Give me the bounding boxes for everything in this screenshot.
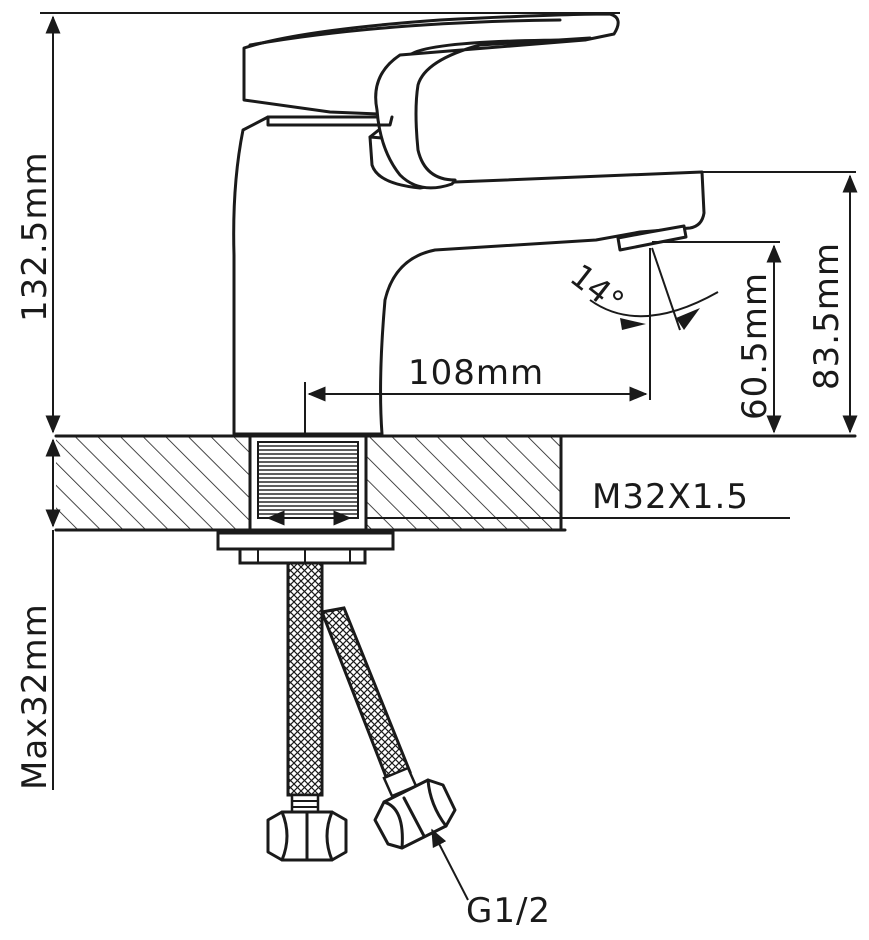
supply-hose-straight: [286, 561, 324, 815]
spray-angle-label: 14°: [563, 256, 631, 321]
threaded-shank: [248, 434, 368, 532]
thread-size-label: M32X1.5: [592, 477, 749, 517]
spray-angle-arc: [589, 291, 719, 318]
supply-hose-angled: [319, 606, 418, 798]
faucet-body: [232, 12, 706, 436]
hose-connection-label: G1/2: [466, 891, 551, 931]
hose-connection-leader: [431, 828, 469, 901]
outlet-height-label: 60.5mm: [735, 272, 775, 420]
max-countertop-label: Max32mm: [15, 603, 55, 790]
spout-height-top-label: 83.5mm: [807, 242, 847, 390]
total-height-label: 132.5mm: [15, 151, 55, 322]
spout-reach-label: 108mm: [408, 353, 544, 393]
hex-nut-straight: [266, 810, 348, 862]
spray-angle-line: [651, 247, 681, 331]
hex-nut-angled: [373, 778, 457, 850]
mounting-nut: [216, 531, 395, 565]
